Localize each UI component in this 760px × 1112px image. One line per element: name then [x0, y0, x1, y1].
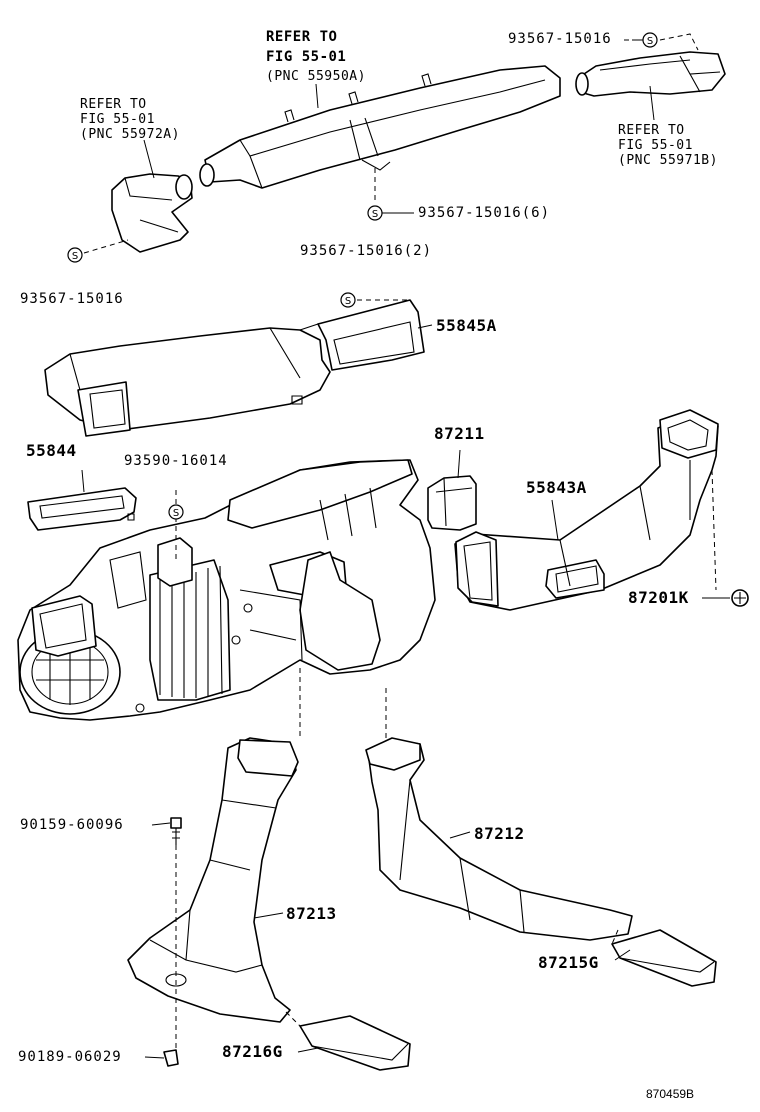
ref-top-line2: FIG 55-01 — [266, 49, 347, 65]
symbol-text: S — [372, 209, 378, 220]
assembly-lines — [83, 33, 717, 1050]
clip-87201K — [731, 589, 749, 607]
part-label-87212: 87212 — [474, 824, 525, 843]
part-label-55845A: 55845A — [436, 316, 497, 335]
ref-left-line1: REFER TO — [80, 97, 147, 112]
part-label-93590-16014: 93590-16014 — [124, 453, 228, 469]
part-label-87201K: 87201K — [628, 588, 689, 607]
part-label-55843A: 55843A — [526, 478, 587, 497]
part-label-90189-06029: 90189-06029 — [18, 1049, 122, 1065]
register-55844 — [27, 487, 137, 531]
part-label-55844: 55844 — [26, 441, 77, 460]
standard-symbol-icon — [168, 504, 184, 520]
duct-55843A — [454, 409, 719, 611]
ref-top-line3: (PNC 55950A) — [266, 69, 366, 84]
register-87216G — [299, 1015, 411, 1071]
part-label-93567-15016-6: 93567-15016(6) — [418, 205, 551, 221]
clip-90189-06029 — [163, 1049, 179, 1067]
standard-symbol-icon — [340, 292, 356, 308]
part-label-93567-15016-left: 93567-15016 — [20, 291, 124, 307]
ref-right-line3: (PNC 55971B) — [618, 153, 718, 168]
part-label-87211: 87211 — [434, 424, 485, 443]
defroster-duct-upper — [199, 65, 561, 189]
symbol-text: S — [72, 251, 78, 262]
ref-right-line2: FIG 55-01 — [618, 138, 693, 153]
ref-right-line1: REFER TO — [618, 123, 685, 138]
side-vent-duct-left — [111, 173, 193, 253]
heater-unit-assembly — [17, 459, 436, 721]
diagram-code: 870459B — [646, 1087, 695, 1101]
symbol-text: S — [345, 296, 351, 307]
register-87215G — [611, 929, 717, 987]
part-label-90159-60096: 90159-60096 — [20, 817, 124, 833]
duct-87212 — [365, 737, 633, 941]
duct-55845A — [44, 299, 425, 437]
standard-symbol-icon — [67, 247, 83, 263]
part-label-93567-15016-2: 93567-15016(2) — [300, 243, 433, 259]
duct-87213 — [127, 737, 299, 1023]
part-label-87216G: 87216G — [222, 1042, 283, 1061]
part-label-87213: 87213 — [286, 904, 337, 923]
ref-top-line1: REFER TO — [266, 29, 338, 45]
standard-part-symbols: S S S S S — [67, 32, 658, 520]
bolt-90159-60096 — [170, 817, 182, 845]
part-label-87215G: 87215G — [538, 953, 599, 972]
ref-left-line3: (PNC 55972A) — [80, 127, 180, 142]
ref-left-line2: FIG 55-01 — [80, 112, 155, 127]
leader-lines — [81, 83, 730, 1059]
symbol-text: S — [647, 36, 653, 47]
symbol-text: S — [173, 508, 179, 519]
side-vent-duct-right — [575, 51, 726, 97]
part-87211 — [427, 475, 477, 531]
part-label-93567-15016-top: 93567-15016 — [508, 31, 612, 47]
